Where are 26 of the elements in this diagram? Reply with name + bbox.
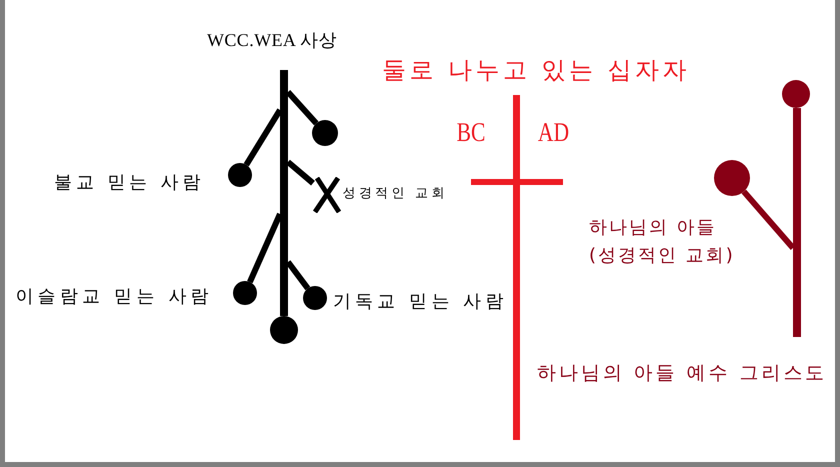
branch-line: [286, 260, 310, 290]
round-dot: [312, 120, 338, 146]
label-text: AD: [537, 116, 569, 148]
round-dot: [782, 80, 810, 108]
label-text: BC: [456, 116, 486, 148]
round-dot: [228, 163, 252, 187]
label-text: 이슬람교 믿는 사람: [16, 286, 213, 308]
branch-line: [247, 212, 283, 284]
label-text: 불교 믿는 사람: [54, 172, 204, 194]
branch-line: [742, 190, 796, 250]
label-text: 성경적인 교회: [342, 186, 448, 202]
caption-text: 하나님의 아들 예수 그리스도: [537, 362, 828, 384]
branch-line: [286, 160, 315, 186]
tree-trunk: [280, 70, 288, 316]
x-mark: [313, 177, 341, 213]
tree-trunk: [793, 108, 801, 337]
branch-line: [244, 108, 283, 166]
round-dot: [303, 286, 327, 310]
label-text: 하나님의 아들 (성경적인 교회): [589, 216, 736, 268]
heading-text: 둘로 나누고 있는 십자자: [382, 56, 690, 84]
label-text: 기독교 믿는 사람: [333, 291, 508, 313]
round-dot: [714, 160, 750, 196]
heading-text: WCC.WEA 사상: [207, 30, 337, 52]
round-dot: [233, 281, 257, 305]
branch-line: [286, 90, 319, 126]
round-dot: [270, 316, 298, 344]
